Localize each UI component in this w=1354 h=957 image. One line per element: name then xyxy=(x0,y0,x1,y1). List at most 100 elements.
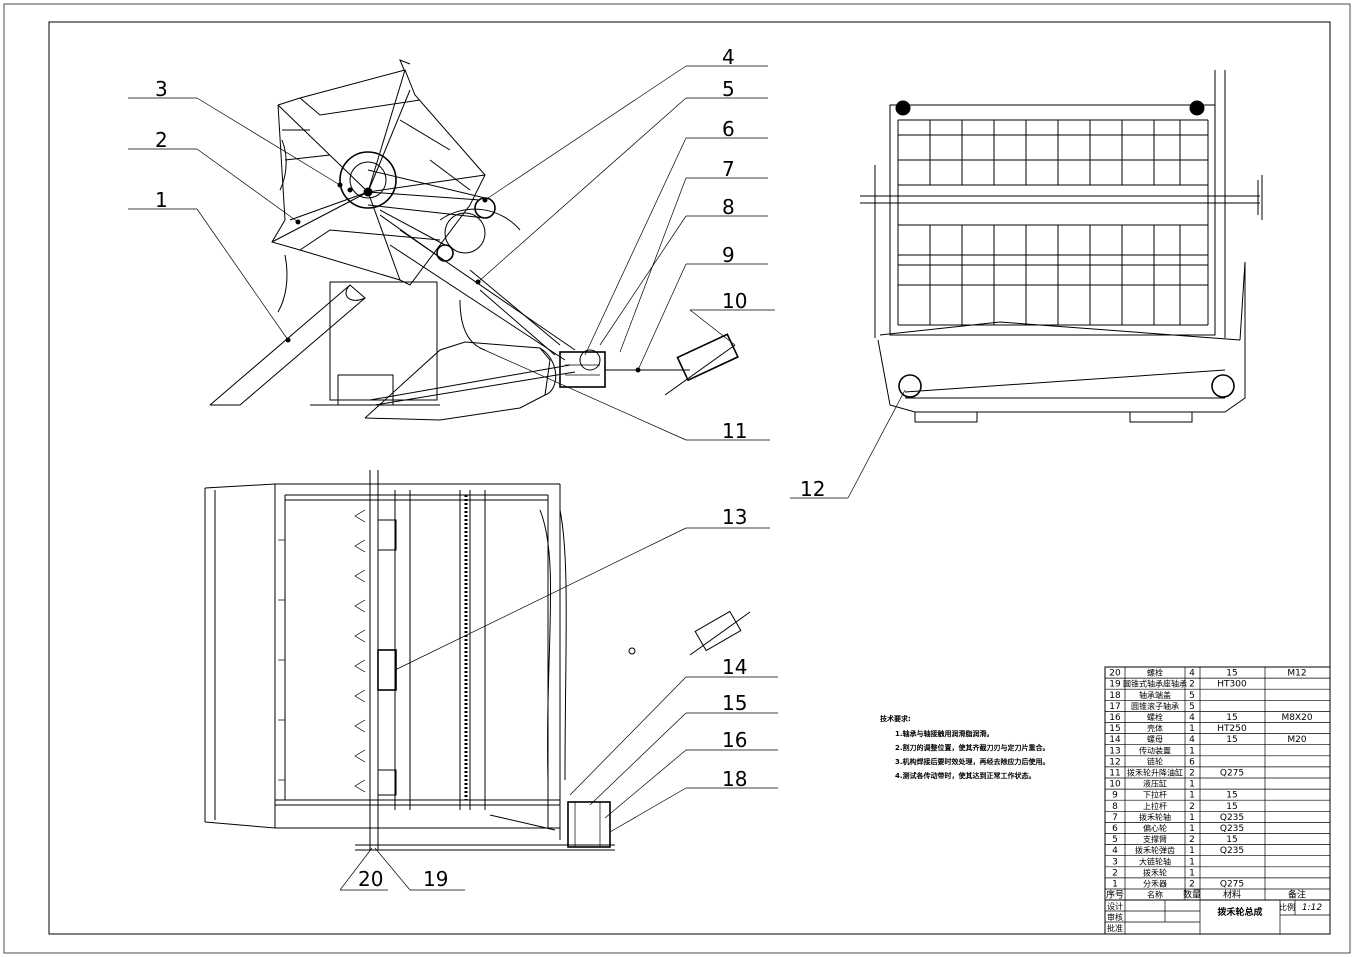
bom-header-qty: 数量 xyxy=(1183,889,1201,901)
bom-cell-name: 偏心轮 xyxy=(1143,823,1167,833)
bom-cell-name: 螺栓 xyxy=(1147,668,1163,678)
tech-note-1: 1.轴承与轴接触用润滑脂润滑。 xyxy=(895,729,994,738)
title-block-checker: 审核 xyxy=(1107,912,1123,922)
bom-cell-qty: 1 xyxy=(1189,846,1195,856)
bom-cell-no: 8 xyxy=(1112,802,1118,812)
callout-6: 6 xyxy=(722,117,735,141)
bom-cell-material: 15 xyxy=(1226,669,1237,679)
title-block-title: 拨禾轮总成 xyxy=(1217,906,1262,918)
bom-cell-note: M8X20 xyxy=(1281,713,1312,723)
bom-header-name: 名称 xyxy=(1147,890,1163,900)
callout-7: 7 xyxy=(722,157,735,181)
bom-cell-no: 19 xyxy=(1109,680,1121,690)
callout-11: 11 xyxy=(722,419,747,443)
bom-cell-name: 螺母 xyxy=(1147,734,1163,744)
bom-cell-qty: 2 xyxy=(1189,802,1195,812)
bom-cell-qty: 1 xyxy=(1189,857,1195,867)
bom-cell-name: 拨禾轮弹齿 xyxy=(1135,845,1175,855)
bom-cell-name: 拨禾轮轴 xyxy=(1139,812,1171,822)
bom-cell-name: 螺栓 xyxy=(1147,712,1163,722)
callout-5: 5 xyxy=(722,77,735,101)
tech-note-4: 4.测试各传动带时，使其达到正常工作状态。 xyxy=(895,771,1036,780)
callout-20: 20 xyxy=(358,867,383,891)
callout-9: 9 xyxy=(722,243,735,267)
callout-13: 13 xyxy=(722,505,747,529)
bom-cell-qty: 2 xyxy=(1189,835,1195,845)
title-block-scale-label: 比例 xyxy=(1279,902,1295,912)
bom-cell-material: HT250 xyxy=(1217,724,1247,734)
callout-1: 1 xyxy=(155,188,168,212)
callout-4: 4 xyxy=(722,45,735,69)
bom-cell-name: 下拉杆 xyxy=(1143,790,1167,800)
bom-cell-no: 2 xyxy=(1112,868,1118,878)
bom-cell-name: 液压缸 xyxy=(1143,779,1167,789)
bom-cell-material: 15 xyxy=(1226,791,1237,801)
title-block-approver: 批准 xyxy=(1107,923,1123,933)
outer-frame xyxy=(3,3,1351,954)
callouts: 1 2 3 4 5 6 7 8 9 10 11 12 13 14 15 16 1… xyxy=(155,45,825,891)
bom-cell-note: M20 xyxy=(1287,735,1306,745)
tech-notes-title: 技术要求: xyxy=(880,714,911,723)
bom-cell-name: 轴承端盖 xyxy=(1139,690,1171,700)
bom-cell-no: 13 xyxy=(1109,746,1120,756)
bom-cell-name: 大链轮轴 xyxy=(1139,856,1171,866)
bom-cell-name: 链轮 xyxy=(1147,756,1163,766)
bom-cell-no: 17 xyxy=(1109,702,1120,712)
bom-cell-name: 分禾器 xyxy=(1143,880,1167,889)
bom-cell-no: 9 xyxy=(1112,791,1118,801)
bom-cell-qty: 1 xyxy=(1189,824,1195,834)
tech-note-3: 3.机构焊接后要时效处理，再经去除应力后使用。 xyxy=(895,757,1050,766)
bom-cell-qty: 6 xyxy=(1189,757,1195,767)
bom-cell-qty: 1 xyxy=(1189,780,1195,790)
bom-cell-material: HT300 xyxy=(1217,680,1247,690)
bom-cell-no: 7 xyxy=(1112,813,1118,823)
bom-cell-material: 15 xyxy=(1226,713,1237,723)
bom-cell-name: 拨禾轮 xyxy=(1143,867,1167,877)
bom-cell-no: 20 xyxy=(1109,669,1121,679)
bom-cell-qty: 1 xyxy=(1189,724,1195,734)
bom-cell-no: 5 xyxy=(1112,835,1118,845)
bom-cell-material: 15 xyxy=(1226,835,1237,845)
bom-cell-qty: 2 xyxy=(1189,880,1195,890)
bom-cell-name: 拨禾轮升降油缸 xyxy=(1127,768,1183,778)
tech-note-2: 2.割刀的调整位置，使其齐截刀刃与定刀片重合。 xyxy=(895,743,1050,752)
bom-cell-material: Q235 xyxy=(1220,824,1244,834)
bom-cell-qty: 2 xyxy=(1189,769,1195,779)
bom-cell-no: 16 xyxy=(1109,713,1121,723)
callout-16: 16 xyxy=(722,728,747,752)
bom-cell-name: 壳体 xyxy=(1147,723,1163,733)
bom-cell-name: 圆锥滚子轴承 xyxy=(1131,701,1179,711)
bom-cell-no: 1 xyxy=(1112,880,1118,890)
title-block-scale: 1:12 xyxy=(1302,903,1322,913)
bom-cell-material: 15 xyxy=(1226,802,1237,812)
bom-cell-qty: 1 xyxy=(1189,791,1195,801)
bom-cell-no: 12 xyxy=(1109,757,1120,767)
side-view xyxy=(128,59,775,441)
bom-cell-no: 11 xyxy=(1109,769,1120,779)
tech-notes: 技术要求: 1.轴承与轴接触用润滑脂润滑。 2.割刀的调整位置，使其齐截刀刃与定… xyxy=(880,714,1050,780)
callout-18: 18 xyxy=(722,767,747,791)
bom-cell-qty: 2 xyxy=(1189,680,1195,690)
bom-header-no: 序号 xyxy=(1106,889,1124,901)
callout-14: 14 xyxy=(722,655,747,679)
bom-cell-qty: 1 xyxy=(1189,868,1195,878)
bom-cell-qty: 5 xyxy=(1189,691,1195,701)
bom-cell-no: 14 xyxy=(1109,735,1121,745)
bom-cell-qty: 1 xyxy=(1189,813,1195,823)
bom-cell-material: 15 xyxy=(1226,735,1237,745)
front-view xyxy=(790,70,1263,499)
top-view xyxy=(204,470,778,891)
callout-10: 10 xyxy=(722,289,747,313)
bom-cell-qty: 4 xyxy=(1189,669,1195,679)
bom-cell-no: 10 xyxy=(1109,780,1121,790)
bom-cell-name: 支撑臂 xyxy=(1143,834,1167,844)
inner-frame xyxy=(48,21,1331,935)
bom-cell-qty: 4 xyxy=(1189,713,1195,723)
bom-cell-no: 3 xyxy=(1112,857,1118,867)
bom-cell-note: M12 xyxy=(1287,669,1306,679)
bom-header-note: 备注 xyxy=(1288,889,1306,901)
bom-cell-name: 圆锥式轴承座轴承 xyxy=(1123,679,1187,689)
bom-cell-no: 15 xyxy=(1109,724,1120,734)
bom-cell-qty: 5 xyxy=(1189,702,1195,712)
